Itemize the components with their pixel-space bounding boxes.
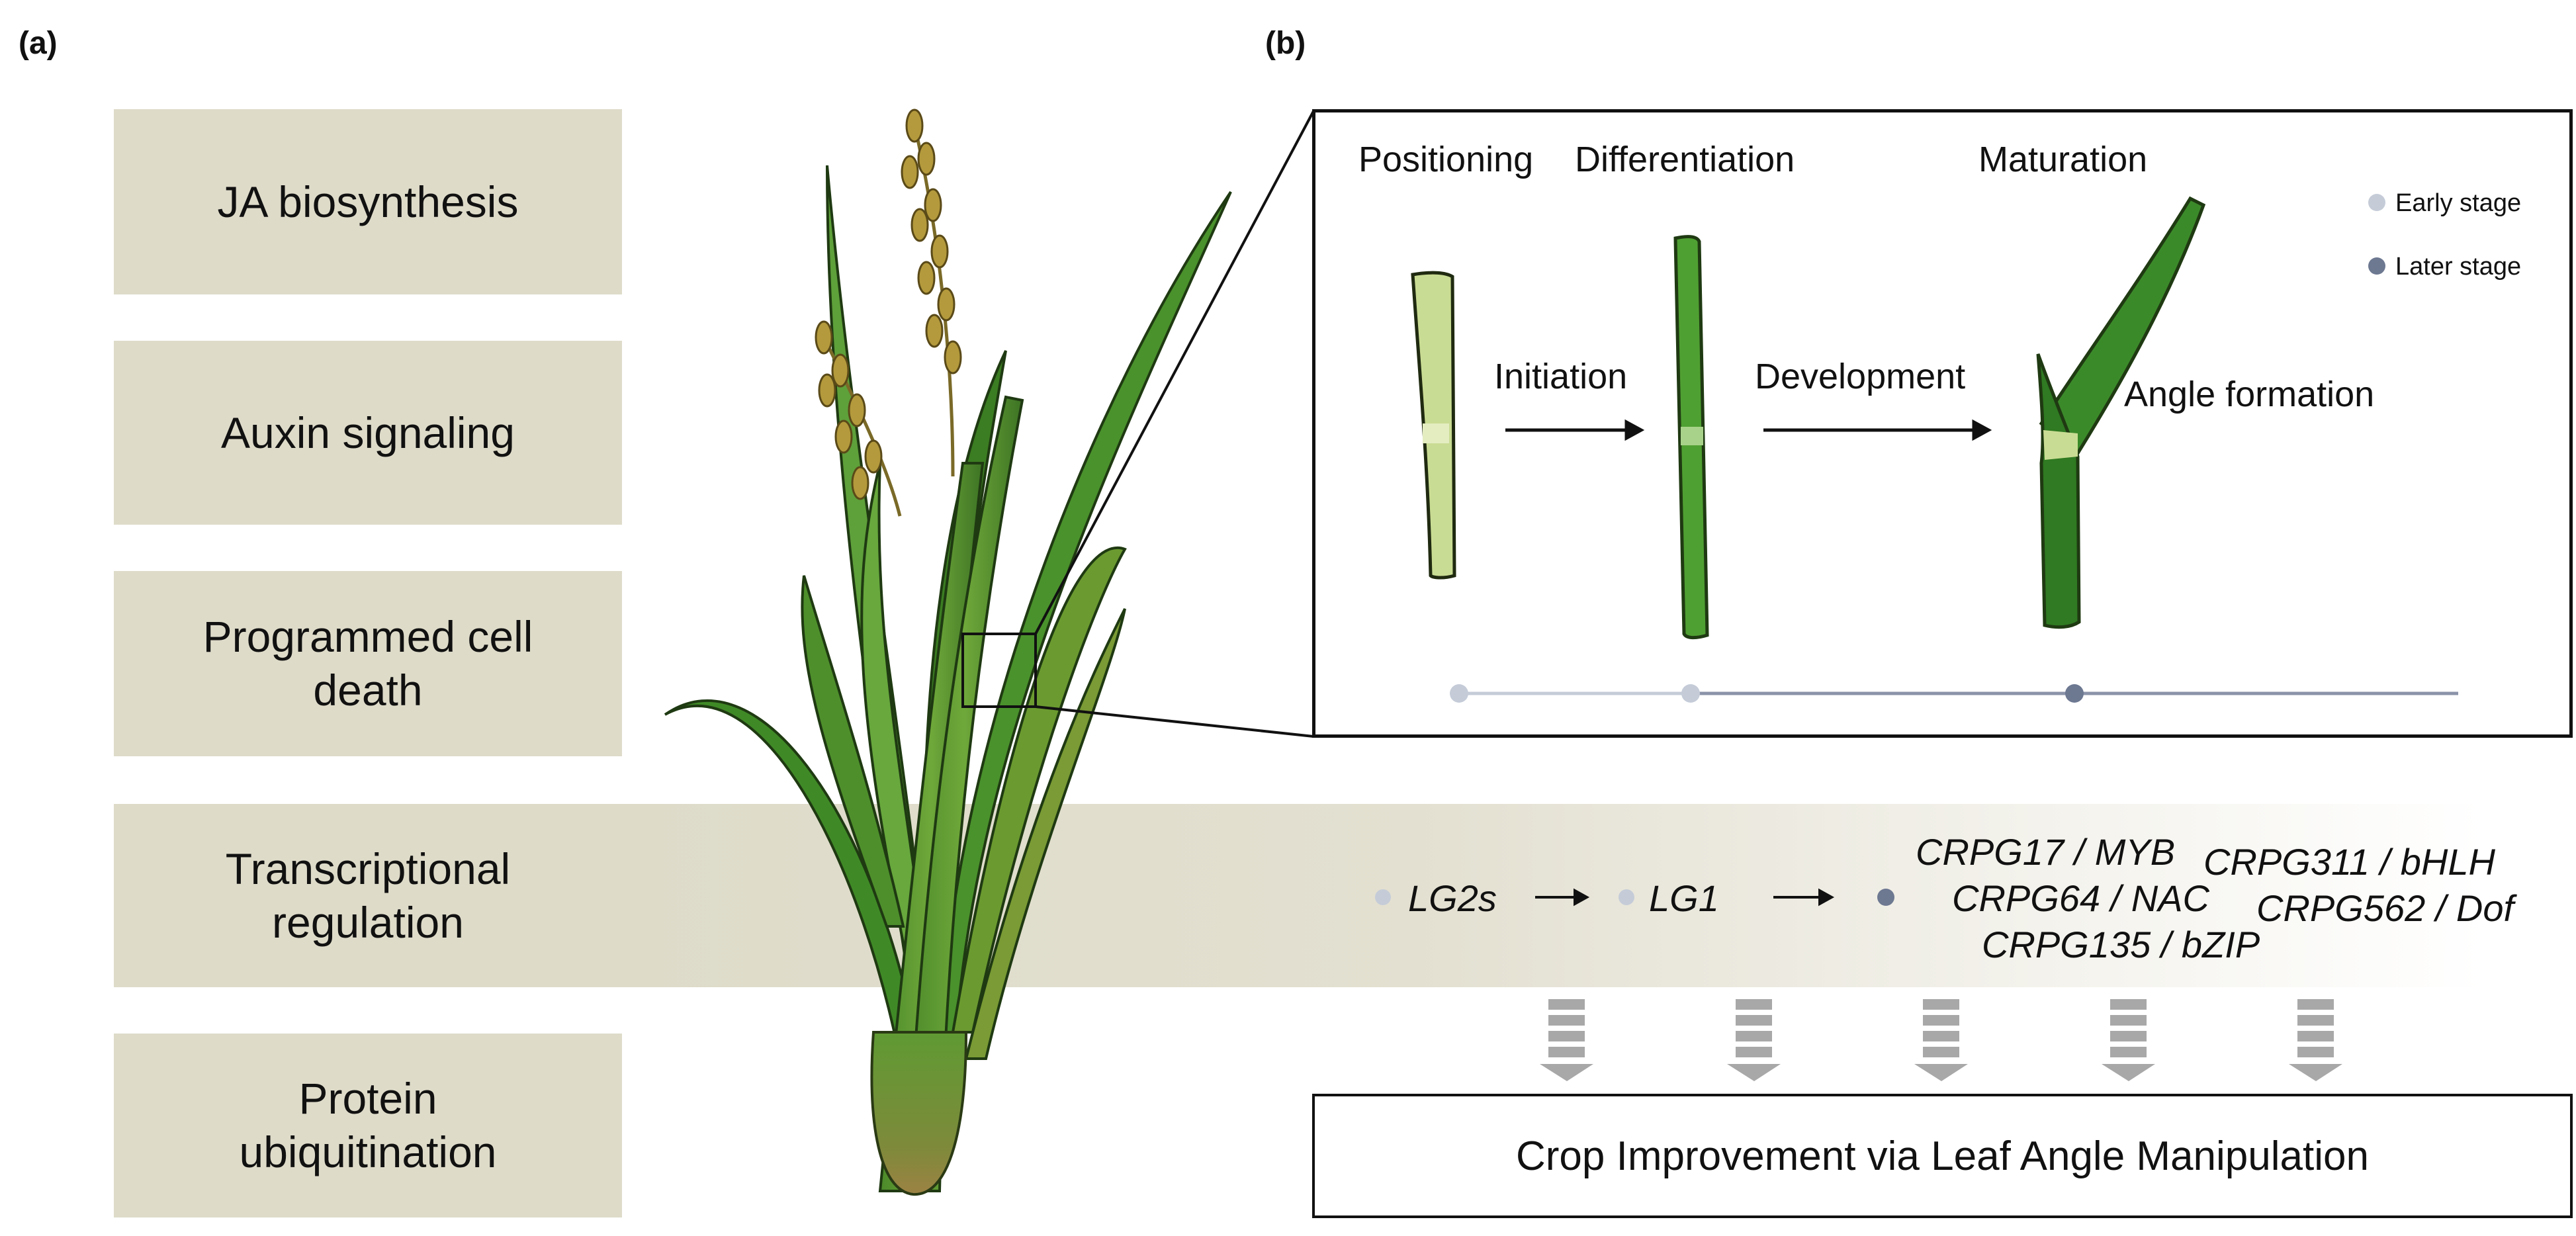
stage-angle-formation: Angle formation xyxy=(2124,375,2375,414)
legend-early-dot xyxy=(2368,194,2385,211)
stem xyxy=(905,395,1024,1192)
gene-lg1: LG1 xyxy=(1649,877,1719,919)
down-arrow-icon xyxy=(2102,999,2155,1081)
stage-maturation: Maturation xyxy=(1978,140,2148,179)
plant-base xyxy=(870,1031,968,1196)
timeline-dot-maturation xyxy=(2065,684,2084,703)
stage-differentiation: Differentiation xyxy=(1575,140,1795,179)
legend-later-dot xyxy=(2368,257,2385,275)
panel-a-label: (a) xyxy=(19,26,58,61)
category-label: Transcriptional regulation xyxy=(225,844,511,947)
maturation-leaf-sheath xyxy=(2036,353,2081,629)
stage-development: Development xyxy=(1755,357,1966,396)
lg2s-dot xyxy=(1375,889,1391,905)
crop-improvement-box: Crop Improvement via Leaf Angle Manipula… xyxy=(1312,1094,2573,1218)
lg1-dot xyxy=(1619,889,1634,905)
legend-later-stage: Later stage xyxy=(2395,253,2522,281)
category-label: Protein ubiquitination xyxy=(239,1074,497,1176)
zoom-region-marker xyxy=(961,633,1037,708)
stage-initiation: Initiation xyxy=(1494,357,1628,396)
leaf xyxy=(664,165,1232,1060)
gene-lg2s: LG2s xyxy=(1408,877,1497,919)
category-label: Auxin signaling xyxy=(221,408,515,457)
down-arrow-icon xyxy=(1914,999,1968,1081)
category-programmed-cell-death: Programmed cell death xyxy=(114,571,622,756)
development-arrow xyxy=(1763,419,1992,441)
down-arrow-icon xyxy=(1727,999,1781,1081)
leaf-angle-development-box xyxy=(1312,109,2573,738)
pathway-arrow xyxy=(1535,888,1590,906)
maturation-leaf-blade xyxy=(2039,196,2206,456)
timeline-dot-positioning xyxy=(1450,684,1468,703)
category-protein-ubiquitination: Protein ubiquitination xyxy=(114,1034,622,1217)
category-label: Programmed cell death xyxy=(202,612,533,715)
initiation-arrow xyxy=(1505,419,1645,441)
crop-improvement-label: Crop Improvement via Leaf Angle Manipula… xyxy=(1516,1133,2369,1179)
gene-crpg311-bhlh: CRPG311 / bHLH xyxy=(2203,841,2495,883)
category-label: JA biosynthesis xyxy=(217,177,519,226)
gene-crpg17-myb: CRPG17 / MYB xyxy=(1916,831,2176,873)
gene-crpg64-nac: CRPG64 / NAC xyxy=(1952,877,2209,919)
gene-crpg562-dof: CRPG562 / Dof xyxy=(2256,887,2514,929)
category-auxin-signaling: Auxin signaling xyxy=(114,341,622,525)
stage-positioning: Positioning xyxy=(1358,140,1534,179)
zoom-connector-line xyxy=(1035,705,1314,738)
down-arrow-icon xyxy=(2289,999,2342,1081)
category-transcriptional-regulation: Transcriptional regulation xyxy=(114,804,622,987)
timeline-dot-differentiation xyxy=(1681,684,1700,703)
zoom-connector-line xyxy=(1034,110,1315,635)
legend-early-stage: Early stage xyxy=(2395,189,2522,217)
panel-b-label: (b) xyxy=(1265,26,1306,61)
crpg-dot xyxy=(1877,889,1894,906)
gene-crpg135-bzip: CRPG135 / bZIP xyxy=(1982,924,2260,965)
down-arrow-icon xyxy=(1540,999,1593,1081)
transcriptional-regulation-band xyxy=(114,804,2481,987)
category-ja-biosynthesis: JA biosynthesis xyxy=(114,109,622,294)
grain-panicle xyxy=(815,109,962,517)
pathway-arrow xyxy=(1773,888,1835,906)
